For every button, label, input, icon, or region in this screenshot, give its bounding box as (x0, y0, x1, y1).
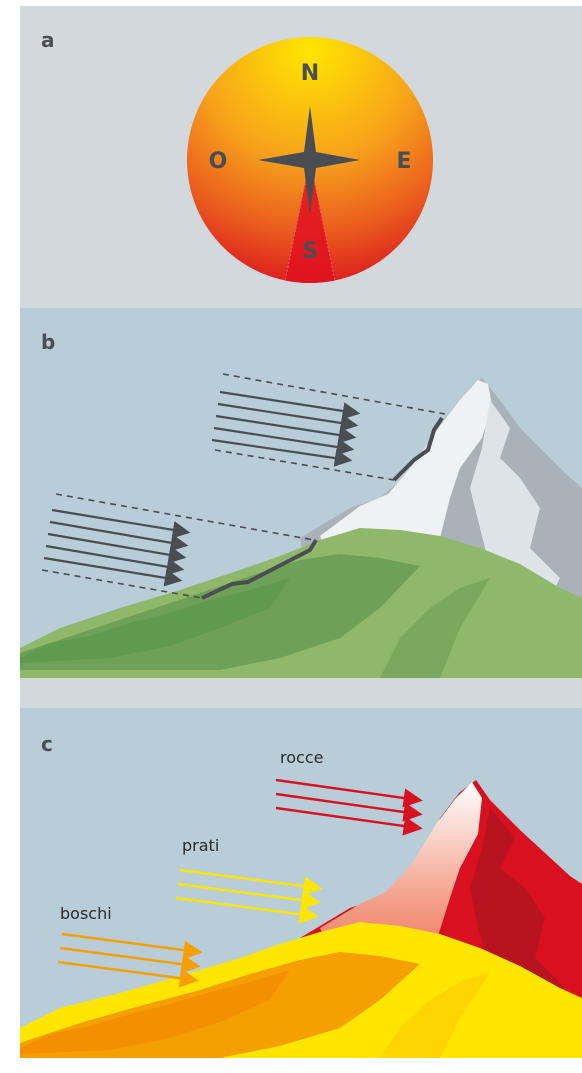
panel-label-b: b (41, 330, 55, 354)
compass-diagram: N S E O (20, 6, 582, 308)
panel-a-compass: N S E O a (20, 6, 582, 308)
panel-c-vegetation-zones: c rocce prati boschi (20, 708, 582, 1058)
zone-label-meadows: prati (182, 836, 219, 855)
compass-east-label: E (396, 149, 411, 174)
compass-west-label: O (209, 149, 228, 174)
meadow-ray-group (176, 870, 318, 916)
panel-label-a: a (41, 28, 55, 52)
zone-label-forests: boschi (60, 904, 112, 923)
panel-label-c: c (41, 732, 53, 756)
separator-band (20, 678, 582, 708)
panel-b-slope-exposure: b (20, 308, 582, 678)
compass-north-label: N (301, 61, 319, 86)
rock-ray-group (276, 780, 418, 828)
zone-label-rocks: rocce (280, 748, 323, 767)
mountain-slope-diagram (20, 308, 582, 678)
forest-ray-group (58, 934, 198, 980)
compass-south-label: S (302, 239, 318, 264)
